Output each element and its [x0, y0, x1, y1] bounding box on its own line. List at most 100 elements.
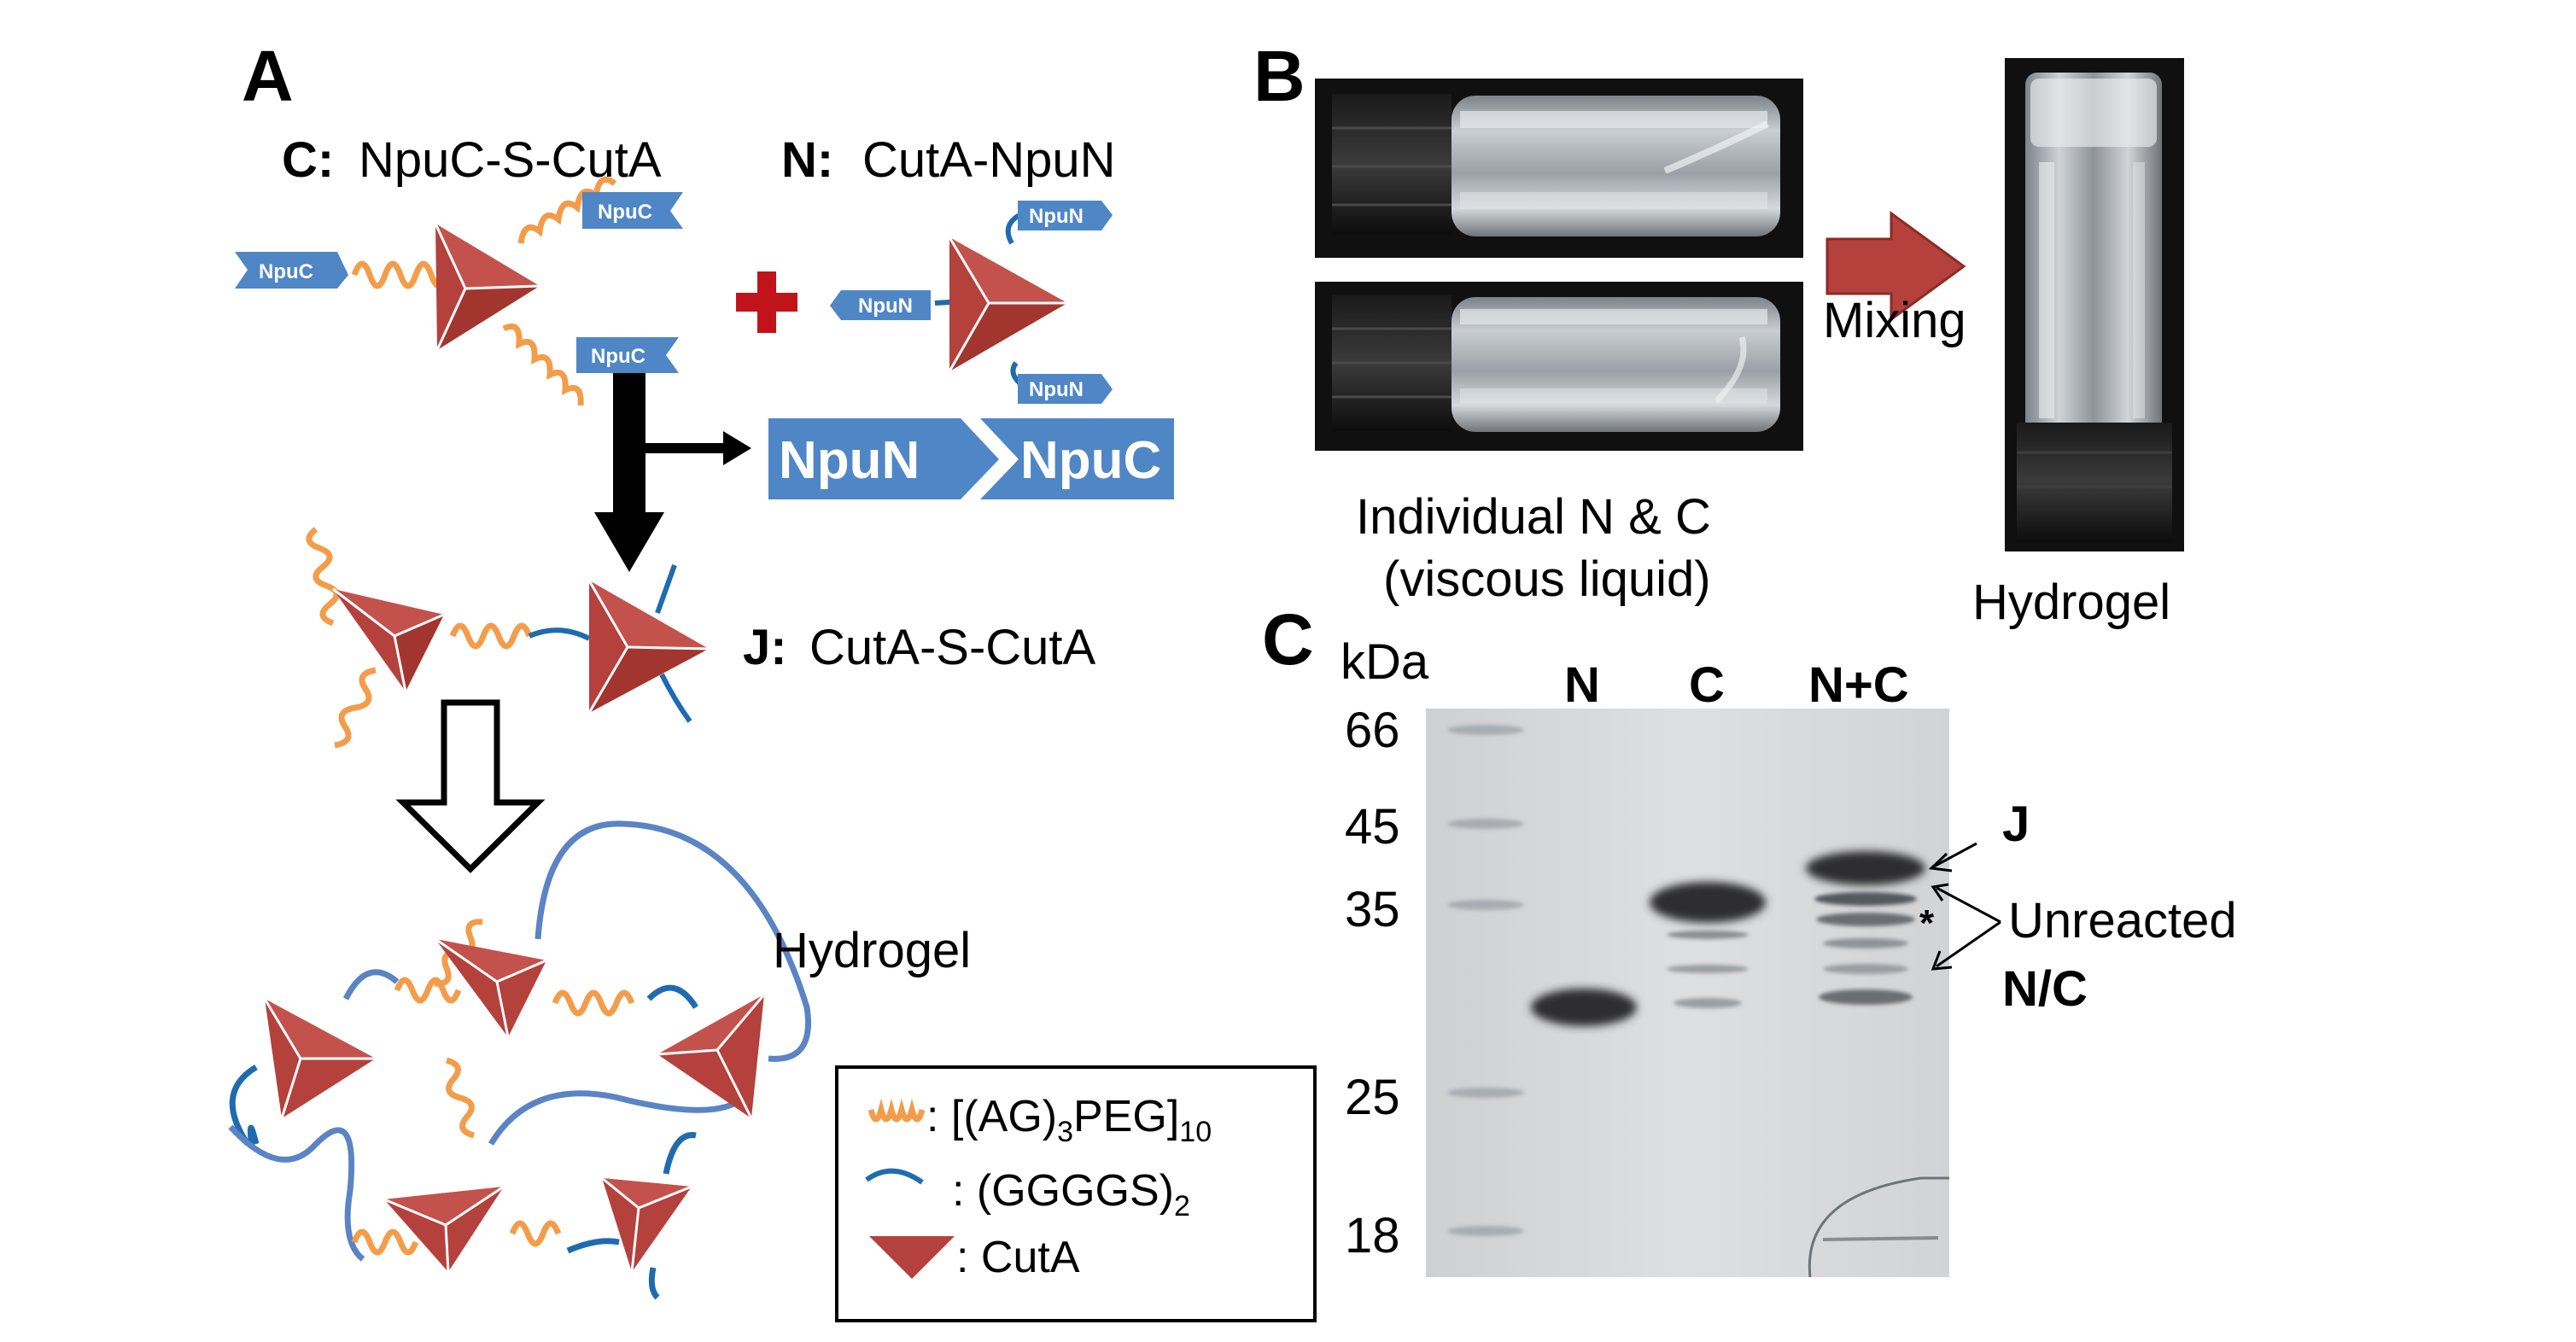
spacer-line	[534, 820, 811, 1062]
byproduct-npun-npuc: NpuN NpuC	[768, 418, 1174, 499]
legend-linker-label: : [(AG)3PEG]10	[926, 1092, 1212, 1148]
construct-n-key: N:	[781, 132, 833, 188]
npun-tag-bottom: NpuN	[1018, 374, 1113, 404]
panel-c-letter: C	[1262, 599, 1314, 680]
linker-coil	[552, 989, 635, 1017]
product-j-key: J:	[743, 620, 787, 675]
mixing-arrow	[1825, 211, 1966, 322]
lane-label-c: C	[1689, 657, 1725, 713]
linker-coil	[351, 260, 450, 289]
gel-artifact	[1822, 1236, 1939, 1241]
byproduct-right-label: NpuC	[1020, 431, 1161, 490]
npuc-tag-left: NpuC	[235, 252, 348, 289]
cuta-trimer	[657, 994, 766, 1119]
panel-b: B Mixing	[1253, 36, 2184, 630]
cuta-trimer	[263, 998, 376, 1119]
spacer-line	[566, 1238, 620, 1254]
linker-coil	[351, 1228, 419, 1256]
unit-label: kDa	[1341, 634, 1429, 690]
npuc-tag-label: NpuC	[591, 345, 645, 368]
npun-tag-label: NpuN	[858, 295, 913, 318]
linker-coil	[449, 622, 533, 650]
construct-c-diagram: NpuC NpuC NpuC	[235, 176, 683, 406]
spacer-line	[229, 1064, 258, 1146]
vials-caption-line2: (viscous liquid)	[1383, 551, 1711, 607]
linker-coil	[509, 1220, 562, 1247]
cuta-trimer	[383, 1185, 505, 1273]
npuc-tag-label: NpuC	[598, 201, 652, 224]
linker-coil	[306, 527, 340, 627]
npuc-tag-label: NpuC	[259, 260, 313, 283]
legend: : [(AG)3PEG]10 : (GGGGS)2 : CutA	[835, 1065, 1317, 1322]
ladder-label-45: 45	[1345, 799, 1400, 855]
hydrogel-network-label: Hydrogel	[773, 923, 971, 978]
band-unreacted-c	[1814, 892, 1917, 906]
spacer-line	[663, 1132, 697, 1175]
npun-tag-top: NpuN	[1018, 201, 1113, 230]
ladder-label-35: 35	[1345, 882, 1400, 937]
npun-tag-left: NpuN	[830, 290, 931, 320]
npun-tag-label: NpuN	[1029, 205, 1084, 228]
band-minor	[1823, 938, 1908, 948]
ladder-label-18: 18	[1345, 1208, 1400, 1263]
band-c-minor	[1667, 965, 1749, 973]
band-star	[1816, 913, 1915, 926]
product-j-name: CutA-S-CutA	[809, 620, 1096, 675]
cuta-trimer	[434, 223, 540, 351]
legend-spacer-swatch	[865, 1168, 924, 1185]
sds-page-gel	[1426, 709, 1949, 1278]
cuta-trimer	[435, 937, 547, 1038]
hydrogel-vial-caption: Hydrogel	[1972, 575, 2170, 630]
cuta-trimer	[332, 587, 445, 692]
panel-a-letter: A	[242, 36, 294, 116]
lane-label-nc: N+C	[1808, 657, 1909, 713]
spacer-line	[528, 627, 591, 641]
band-minor	[1823, 964, 1908, 974]
ladder-label-25: 25	[1345, 1070, 1400, 1125]
spacer-line	[488, 1087, 755, 1146]
mixing-label: Mixing	[1823, 293, 1966, 348]
spacer-line	[655, 563, 677, 615]
ladder-bands	[1447, 725, 1524, 1236]
legend-cuta-swatch	[869, 1236, 955, 1279]
gel-annotations: J * Unreacted N/C	[1919, 796, 2237, 1017]
band-c-main	[1650, 882, 1766, 923]
vial-photo-bottom	[1315, 282, 1803, 451]
npuc-tag-topright: NpuC	[582, 192, 683, 229]
hydrogel-network	[228, 820, 811, 1300]
spacer-line	[342, 969, 400, 1001]
annotation-unreacted: Unreacted	[2008, 893, 2237, 948]
hollow-arrow	[395, 699, 546, 873]
spacer-line	[659, 673, 692, 723]
annotation-j: J	[2002, 796, 2030, 852]
legend-linker-swatch	[867, 1098, 926, 1123]
construct-c-key: C:	[282, 132, 334, 188]
gel-artifact	[1808, 1176, 1949, 1278]
npuc-tag-bottomright: NpuC	[576, 337, 679, 373]
hydrogel-vial-photo	[2005, 58, 2184, 551]
spacer-line	[648, 1267, 660, 1300]
linker-coil	[334, 667, 377, 749]
construct-c-name: NpuC-S-CutA	[359, 132, 662, 188]
annotation-nc: N/C	[2002, 961, 2088, 1017]
vials-caption-line1: Individual N & C	[1356, 489, 1711, 545]
reaction-arrow	[594, 373, 751, 572]
panel-a: A C: NpuC-S-CutA N: CutA-NpuN NpuC	[228, 36, 1317, 1322]
panel-c: C kDa N C N+C 66 45 35 25 18	[1262, 599, 2237, 1278]
band-j	[1806, 851, 1925, 885]
cuta-trimer	[587, 580, 710, 714]
cuta-trimer	[948, 236, 1067, 372]
linker-coil	[394, 977, 462, 1004]
byproduct-left-label: NpuN	[779, 431, 920, 490]
vial-photo-top	[1315, 79, 1803, 258]
npun-tag-label: NpuN	[1029, 378, 1084, 401]
spacer-line	[228, 1124, 365, 1262]
panel-b-letter: B	[1253, 36, 1306, 116]
band-c-minor	[1667, 931, 1749, 939]
construct-n-name: CutA-NpuN	[862, 132, 1116, 188]
linker-coil	[445, 1057, 476, 1139]
lane-label-n: N	[1564, 657, 1600, 713]
construct-n-diagram: NpuN NpuN NpuN	[830, 201, 1113, 404]
ladder-label-66: 66	[1345, 703, 1400, 758]
